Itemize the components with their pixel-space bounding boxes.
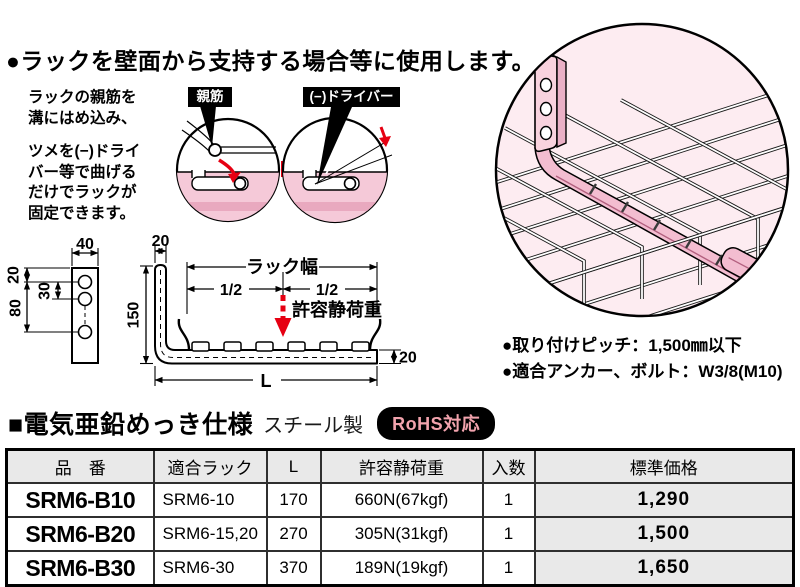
compatible-rack-cell: SRM6-30 — [152, 550, 268, 587]
length-cell: 270 — [265, 516, 322, 552]
plate-drawing: 40 20 30 80 — [6, 236, 99, 364]
table-header-row: 品 番 適合ラック L 許容静荷重 入数 標準価格 — [5, 448, 795, 484]
dim-lip-height: 20 — [399, 350, 417, 367]
length-cell: 170 — [265, 482, 322, 518]
section-title: ■電気亜鉛めっき仕様 — [8, 411, 254, 439]
insert-arrow — [218, 158, 236, 175]
detail-circle-insert — [175, 106, 281, 223]
rack-illustration-circle — [494, 22, 790, 318]
col-header-length: L — [265, 448, 322, 484]
spec-table: 品 番 適合ラック L 許容静荷重 入数 標準価格 SRM6-B10 SRM6-… — [5, 448, 795, 587]
part-number-cell: SRM6-B30 — [5, 550, 155, 587]
table-row: SRM6-B10 SRM6-10 170 660N(67kgf) 1 1,290 — [5, 482, 795, 518]
callout-oyasuji: 親筋 — [188, 87, 232, 107]
bend-arrow — [379, 136, 391, 147]
col-header-compatible-rack: 適合ラック — [152, 448, 268, 484]
instructions-block: ラックの親筋を 溝にはめ込み、 ツメを(−)ドライ バー等で曲げる だけでラック… — [28, 88, 140, 225]
bracket-illustration — [534, 55, 776, 289]
compatible-rack-cell: SRM6-10 — [152, 482, 268, 518]
load-cell: 305N(31kgf) — [319, 516, 484, 552]
screwdriver-blade — [317, 107, 352, 185]
quantity-cell: 1 — [481, 516, 536, 552]
label-allowable-load: 許容静荷重 — [292, 299, 382, 320]
rohs-badge: RoHS対応 — [377, 406, 496, 440]
notes-block: ●取り付けピッチ：1,500㎜以下 ●適合アンカー、ボルト：W3/8(M10) — [502, 333, 783, 386]
col-header-load: 許容静荷重 — [319, 448, 484, 484]
dim-height: 150 — [126, 302, 143, 329]
dim-plate-width: 40 — [76, 236, 94, 253]
note-mounting-pitch: ●取り付けピッチ：1,500㎜以下 — [502, 336, 742, 355]
price-cell: 1,500 — [533, 516, 795, 552]
dim-half-left: 1/2 — [220, 282, 242, 299]
table-row: SRM6-B20 SRM6-15,20 270 305N(31kgf) 1 1,… — [5, 516, 795, 552]
end-hook-right — [368, 318, 382, 351]
wire-cross-section — [208, 143, 222, 157]
length-cell: 370 — [265, 550, 322, 587]
callout-driver: (−)ドライバー — [303, 87, 400, 107]
load-cell: 660N(67kgf) — [319, 482, 484, 518]
dim-arm-width: 20 — [152, 233, 170, 250]
table-row: SRM6-B30 SRM6-30 370 189N(19kgf) 1 1,650 — [5, 550, 795, 587]
price-cell: 1,650 — [533, 550, 795, 587]
instructions-para2: ツメを(−)ドライ バー等で曲げる だけでラックが 固定できます。 — [28, 143, 141, 223]
compatible-rack-cell: SRM6-15,20 — [152, 516, 268, 552]
load-arrow — [274, 295, 292, 337]
col-header-price: 標準価格 — [533, 448, 795, 484]
label-rack-width: ラック幅 — [246, 256, 318, 277]
quantity-cell: 1 — [481, 550, 536, 587]
bracket-drawing: 20 150 ラック幅 1/2 1/2 許容静荷重 20 L — [126, 233, 417, 391]
detail-circle-bend — [281, 107, 393, 224]
load-cell: 189N(19kgf) — [319, 550, 484, 587]
part-number-cell: SRM6-B10 — [5, 482, 155, 518]
dim-hole-pitch: 30 — [37, 282, 54, 300]
end-hook-left — [177, 318, 191, 351]
col-header-quantity: 入数 — [481, 448, 536, 484]
dim-length: L — [261, 371, 272, 391]
oyasuji-pointer — [200, 106, 216, 147]
quantity-cell: 1 — [481, 482, 536, 518]
dim-hole-span: 80 — [8, 299, 25, 317]
section-material: スチール製 — [263, 414, 364, 437]
col-header-part-number: 品 番 — [5, 448, 155, 484]
page-title: ●ラックを壁面から支持する場合等に使用します。 — [6, 48, 536, 74]
dim-half-right: 1/2 — [316, 282, 338, 299]
section-header: ■電気亜鉛めっき仕様 スチール製 RoHS対応 — [8, 405, 496, 441]
part-number-cell: SRM6-B20 — [5, 516, 155, 552]
instructions-para1: ラックの親筋を 溝にはめ込み、 — [28, 89, 137, 127]
price-cell: 1,290 — [533, 482, 795, 518]
dim-hole-top-offset: 20 — [6, 266, 23, 284]
note-anchor-bolt: ●適合アンカー、ボルト：W3/8(M10) — [502, 362, 783, 382]
